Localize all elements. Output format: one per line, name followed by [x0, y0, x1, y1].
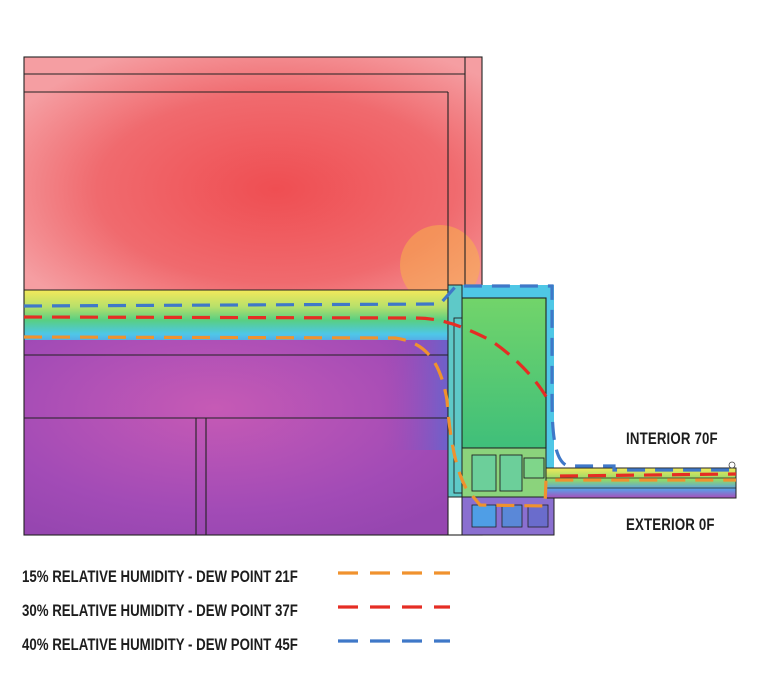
cold-wall-edge — [380, 340, 448, 450]
legend-item-30-rh: 30% RELATIVE HUMIDITY - DEW POINT 37F — [22, 597, 482, 631]
legend-swatch — [338, 571, 450, 575]
cold-zone — [24, 340, 448, 535]
legend-item-15-rh: 15% RELATIVE HUMIDITY - DEW POINT 21F — [22, 563, 482, 597]
isotherm-40-rh — [23, 284, 736, 472]
isotherms — [23, 284, 737, 508]
exterior-label: EXTERIOR 0F — [626, 515, 715, 534]
isotherm-15-rh — [23, 335, 736, 508]
window-frame — [447, 284, 555, 536]
isotherm-30-rh — [23, 315, 550, 401]
legend-label: 15% RELATIVE HUMIDITY - DEW POINT 21F — [22, 567, 298, 586]
legend-item-40-rh: 40% RELATIVE HUMIDITY - DEW POINT 45F — [22, 631, 482, 665]
legend-label: 30% RELATIVE HUMIDITY - DEW POINT 37F — [22, 601, 298, 620]
legend-swatch — [338, 605, 450, 609]
legend-swatch — [338, 639, 450, 643]
legend-label: 40% RELATIVE HUMIDITY - DEW POINT 45F — [22, 635, 298, 654]
interior-label: INTERIOR 70F — [626, 429, 718, 448]
isotherm-30-rh-sill — [559, 472, 737, 478]
legend: 15% RELATIVE HUMIDITY - DEW POINT 21F 30… — [22, 563, 482, 665]
thermal-diagram — [23, 56, 737, 536]
